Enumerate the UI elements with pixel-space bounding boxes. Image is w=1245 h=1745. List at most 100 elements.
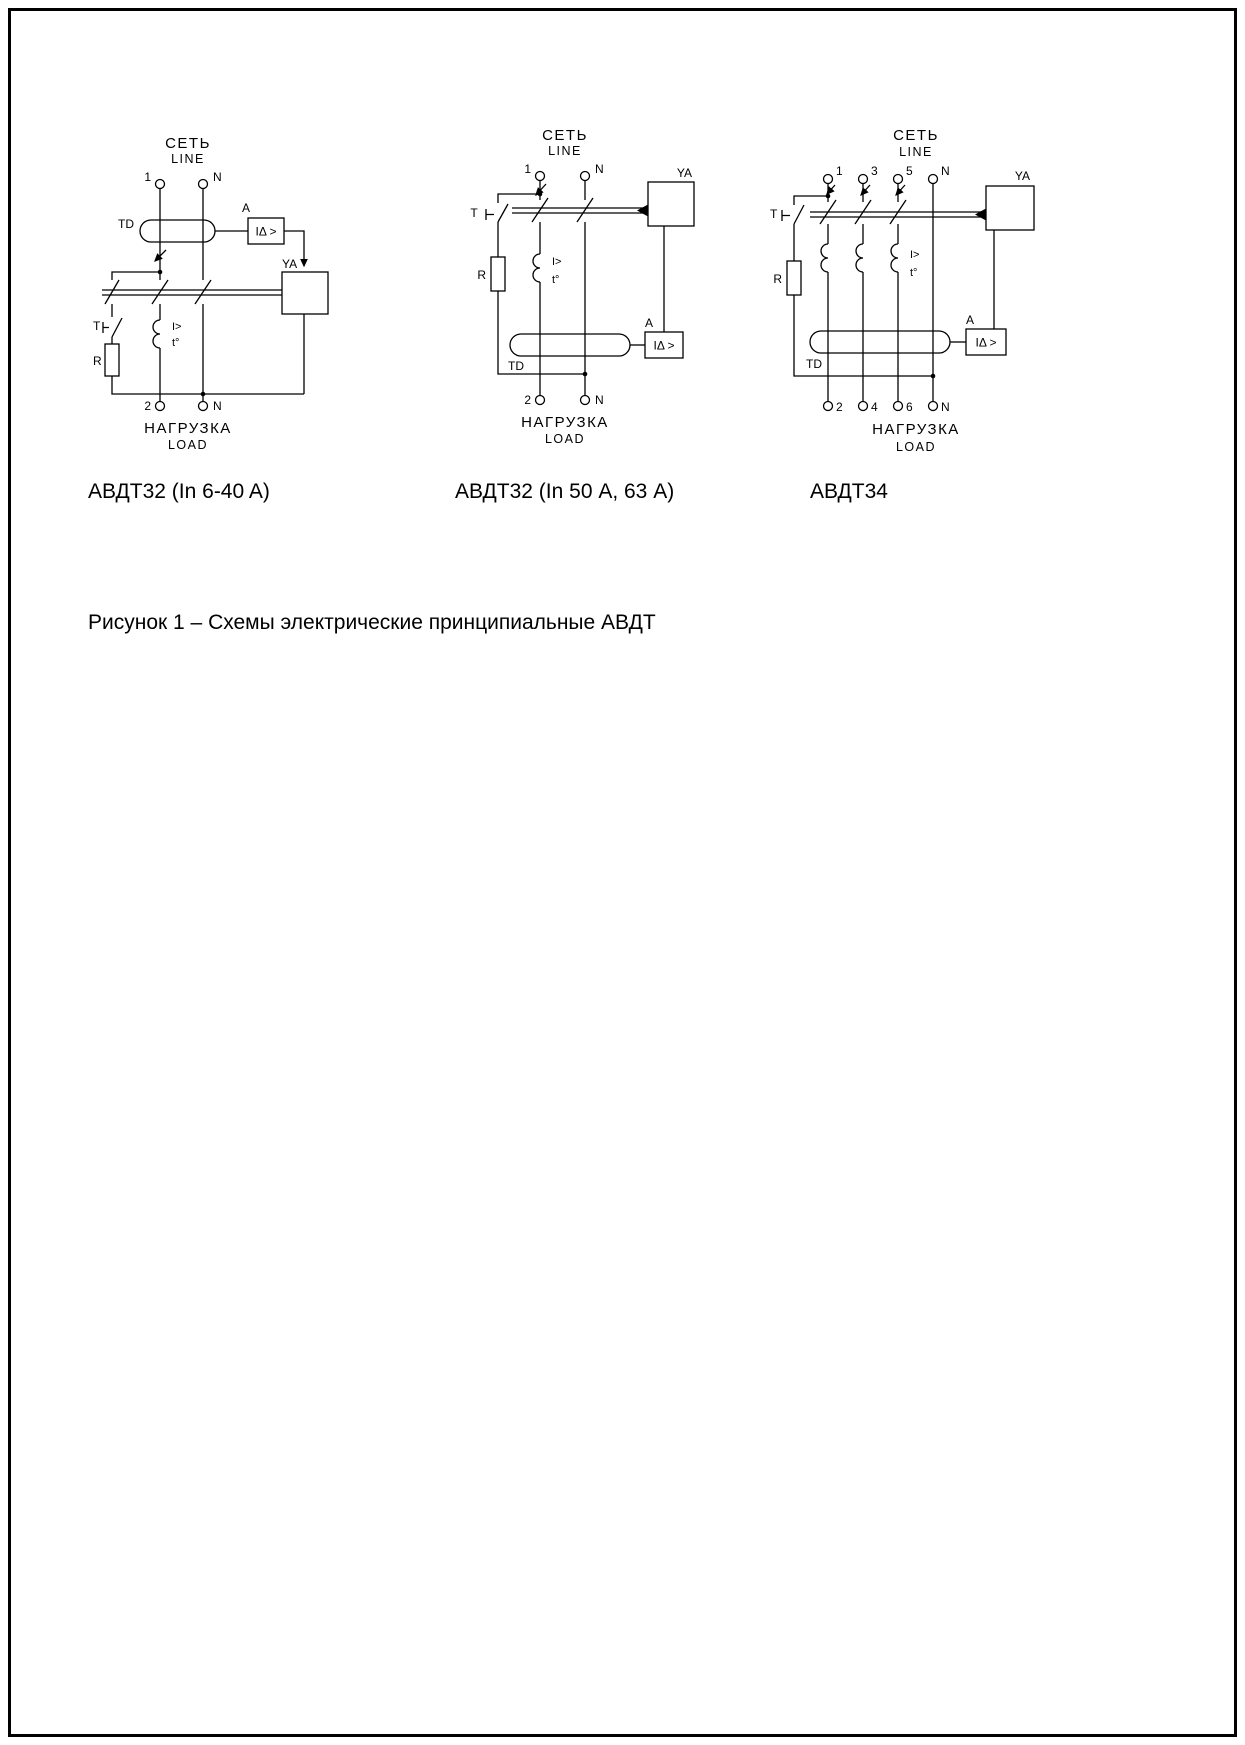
td-label: TD: [118, 217, 134, 231]
thermal-label: t°: [172, 337, 179, 349]
terminal-n-bottom-label: N: [941, 400, 950, 414]
thermal-release: [532, 253, 541, 283]
terminal-circle-n-top: [579, 170, 591, 182]
r-label: R: [93, 354, 102, 368]
thermal-release: [820, 243, 829, 273]
trip-arrow-icon: [860, 184, 871, 196]
test-circuit: [781, 193, 936, 379]
diagram-caption-avdt32-50-63: АВДТ32 (In 50 А, 63 А): [455, 480, 675, 503]
diagram-caption-avdt32-6-40: АВДТ32 (In 6-40 A): [88, 480, 270, 503]
terminal-6-label: 6: [906, 400, 913, 414]
schematic-avdt32-6-40a: СЕТЬ LINE 1 N TD IΔ > A YA: [88, 132, 338, 457]
differential-relay-label: IΔ >: [653, 339, 674, 353]
differential-relay-box: [965, 328, 1007, 356]
schematic-avdt34: СЕТЬ LINE 1 3 5 N: [766, 124, 1066, 464]
terminal-2-label: 2: [836, 400, 843, 414]
wires: [827, 183, 934, 402]
differential-relay-label: IΔ >: [255, 225, 276, 239]
net-label: СЕТЬ: [893, 127, 939, 144]
bottom-terminals: [822, 400, 939, 412]
ya-solenoid-box: [281, 271, 329, 315]
load-ru-label: НАГРУЗКА: [144, 420, 232, 437]
test-circuit: [485, 191, 588, 377]
trip-arrow-icon: [154, 249, 167, 262]
test-button-icon: [102, 322, 109, 333]
trip-linkage: [810, 211, 986, 218]
linkage-arrow-icon: [975, 208, 986, 221]
ya-solenoid-box: [647, 181, 695, 227]
ya-label: YA: [677, 166, 692, 180]
overcurrent-label: I>: [172, 321, 181, 333]
test-resistor: [490, 256, 506, 292]
line-label: LINE: [171, 152, 205, 166]
top-terminals: [534, 170, 591, 182]
terminal-circle-6: [892, 400, 904, 412]
load-en-label: LOAD: [168, 438, 208, 452]
ya-label: YA: [1015, 169, 1030, 183]
terminal-circle-n-bottom: [927, 400, 939, 412]
differential-relay-label: IΔ >: [975, 336, 996, 350]
overcurrent-label: I>: [910, 249, 919, 261]
bottom-terminals: [154, 400, 209, 412]
bottom-terminals: [534, 394, 591, 406]
test-button-icon: [781, 210, 790, 221]
top-terminals: [154, 178, 209, 190]
td-label: TD: [508, 359, 524, 373]
terminal-n-top-label: N: [595, 162, 604, 176]
test-resistor: [104, 343, 120, 377]
terminal-1-label: 1: [524, 162, 531, 176]
line-label: LINE: [899, 145, 933, 159]
terminal-1-label: 1: [836, 164, 843, 178]
relay-to-ya-arrow: [284, 230, 308, 268]
terminal-circle-n-top: [927, 173, 939, 185]
test-resistor: [786, 260, 802, 296]
t-label: T: [470, 206, 478, 220]
terminal-4-label: 4: [871, 400, 878, 414]
td-transformer-oval: [509, 333, 631, 357]
line-label: LINE: [548, 144, 582, 158]
terminal-circle-n-bottom: [579, 394, 591, 406]
terminal-n-bottom-label: N: [595, 393, 604, 407]
wires: [159, 188, 204, 402]
test-button-blade: [111, 317, 123, 338]
trip-linkage: [102, 289, 282, 296]
test-button-blade: [497, 203, 509, 223]
test-button-icon: [485, 209, 494, 220]
t-label: T: [770, 207, 778, 221]
terminal-circle-1: [534, 170, 546, 182]
contact-blades: [104, 279, 212, 305]
net-label: СЕТЬ: [165, 135, 211, 152]
linkage-arrow-icon: [637, 204, 648, 217]
diagram-caption-avdt34: АВДТ34: [810, 480, 888, 503]
td-transformer-oval: [809, 330, 951, 354]
a-label: A: [645, 316, 653, 330]
t-label: T: [93, 319, 101, 333]
circuit-diagram-2: СЕТЬ LINE 1 N YA: [470, 127, 695, 446]
test-circuit: [102, 269, 305, 397]
schematic-avdt32-50-63a: СЕТЬ LINE 1 N YA: [450, 124, 710, 459]
thermal-release: [890, 243, 899, 273]
td-transformer-oval: [139, 219, 216, 243]
load-ru-label: НАГРУЗКА: [872, 421, 960, 438]
load-en-label: LOAD: [545, 432, 585, 446]
terminal-circle-n-top: [197, 178, 209, 190]
trip-arrows: [826, 184, 906, 196]
overcurrent-label: I>: [552, 256, 561, 268]
terminal-n-top-label: N: [941, 164, 950, 178]
figure-caption: Рисунок 1 – Схемы электрические принципи…: [88, 611, 656, 634]
terminal-2-label: 2: [144, 399, 151, 413]
td-label: TD: [806, 357, 822, 371]
terminal-circle-2: [822, 400, 834, 412]
thermal-releases: [820, 243, 899, 273]
terminal-circle-1: [822, 173, 834, 185]
terminal-2-label: 2: [524, 393, 531, 407]
r-label: R: [477, 268, 486, 282]
contact-blades: [531, 197, 594, 223]
terminal-5-label: 5: [906, 164, 913, 178]
r-label: R: [773, 272, 782, 286]
terminal-circle-1: [154, 178, 166, 190]
terminal-circle-4: [857, 400, 869, 412]
thermal-label: t°: [552, 274, 559, 286]
load-ru-label: НАГРУЗКА: [521, 414, 609, 431]
terminal-circle-5: [892, 173, 904, 185]
